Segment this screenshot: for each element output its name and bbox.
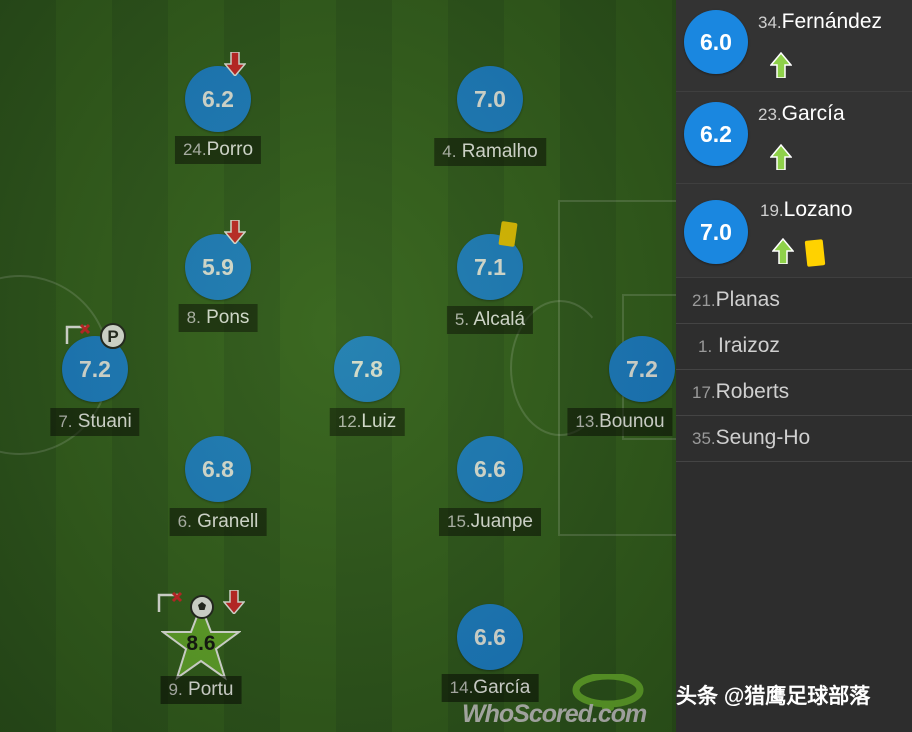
svg-text:P: P [107, 327, 118, 346]
player-label: 13.Bounou [567, 408, 673, 436]
sub-on-arrow-icon [770, 52, 792, 78]
question-mark-logo-icon [572, 674, 644, 712]
watermark: 头条 @猎鹰足球部落 [676, 685, 871, 708]
player-portu[interactable]: 8.6 9. Portu [131, 590, 271, 732]
player-bounou[interactable]: 7.2 13.Bounou [567, 336, 676, 476]
player-granell[interactable]: 6.8 6. Granell [148, 436, 288, 576]
rating-bubble: 6.6 [457, 604, 523, 670]
rating-bubble: 6.2 [684, 102, 748, 166]
player-label: 7. Stuani [50, 408, 140, 436]
player-juanpe[interactable]: 6.6 15.Juanpe [420, 436, 560, 576]
player-label: 15.Juanpe [439, 508, 541, 536]
rating-bubble: 6.2 [185, 66, 251, 132]
sub-off-arrow-icon [224, 52, 246, 76]
missed-chance-icon [157, 592, 183, 612]
player-label: 6. Granell [169, 508, 267, 536]
rating-bubble: 6.6 [457, 436, 523, 502]
sub-player-lozano[interactable]: 7.0 19.Lozano [676, 184, 912, 278]
unused-sub-planas[interactable]: 21.Planas [676, 278, 912, 324]
penalty-arc [510, 300, 610, 436]
sub-player-fernandez[interactable]: 6.0 34.Fernández [676, 0, 912, 92]
rating-bubble: 6.8 [185, 436, 251, 502]
unused-sub-roberts[interactable]: 17.Roberts [676, 370, 912, 416]
unused-sub-iraizoz[interactable]: 1. Iraizoz [676, 324, 912, 370]
player-label: 9. Portu [160, 676, 242, 704]
player-porro[interactable]: 6.2 24.Porro [148, 52, 288, 206]
penalty-icon: P [100, 323, 126, 349]
player-ramalho[interactable]: 7.0 4. Ramalho [420, 66, 560, 206]
player-label: 4. Ramalho [434, 138, 546, 166]
player-luiz[interactable]: 7.8 12.Luiz [297, 336, 437, 476]
player-label: 24.Porro [174, 136, 262, 164]
player-pons[interactable]: 5.9 8. Pons [148, 220, 288, 374]
player-label: 12.Luiz [329, 408, 405, 436]
sub-on-arrow-icon [770, 144, 792, 170]
player-alcala[interactable]: 7.1 5. Alcalá [420, 221, 560, 374]
rating-bubble: 7.8 [334, 336, 400, 402]
missed-chance-icon [65, 324, 91, 344]
sub-name: 23.García [758, 102, 845, 125]
player-label: 5. Alcalá [446, 306, 534, 334]
man-of-the-match-star-icon [161, 604, 241, 681]
rating-bubble: 7.0 [457, 66, 523, 132]
sub-name: 34.Fernández [758, 10, 883, 33]
sub-on-arrow-icon [772, 238, 794, 264]
rating-value: 8.6 [186, 632, 216, 655]
substitutes-panel: 6.0 34.Fernández 6.2 23.García 7.0 19.Lo… [676, 0, 912, 732]
unused-sub-seung-ho[interactable]: 35.Seung-Ho [676, 416, 912, 462]
player-garcia-14[interactable]: 6.6 14.García [420, 604, 560, 732]
rating-bubble: 7.0 [684, 200, 748, 264]
rating-bubble: 5.9 [185, 234, 251, 300]
player-label: 14.García [441, 674, 539, 702]
rating-bubble: 6.0 [684, 10, 748, 74]
pitch: 6.2 24.Porro 7.0 4. Ramalho 5.9 8. Pons … [0, 0, 676, 732]
rating-bubble: 7.2 [609, 336, 675, 402]
yellow-card-icon [804, 239, 826, 267]
whoscored-logo: WhoScored.com [462, 674, 672, 730]
sub-off-arrow-icon [224, 220, 246, 244]
sub-name: 19.Lozano [760, 198, 853, 221]
player-stuani[interactable]: 7.2 P 7. Stuani [25, 323, 165, 476]
sub-player-garcia-23[interactable]: 6.2 23.García [676, 92, 912, 184]
sub-off-arrow-icon [223, 590, 245, 614]
goal-ball-icon [190, 595, 214, 619]
yellow-card-icon [498, 221, 518, 247]
player-label: 8. Pons [178, 304, 258, 332]
